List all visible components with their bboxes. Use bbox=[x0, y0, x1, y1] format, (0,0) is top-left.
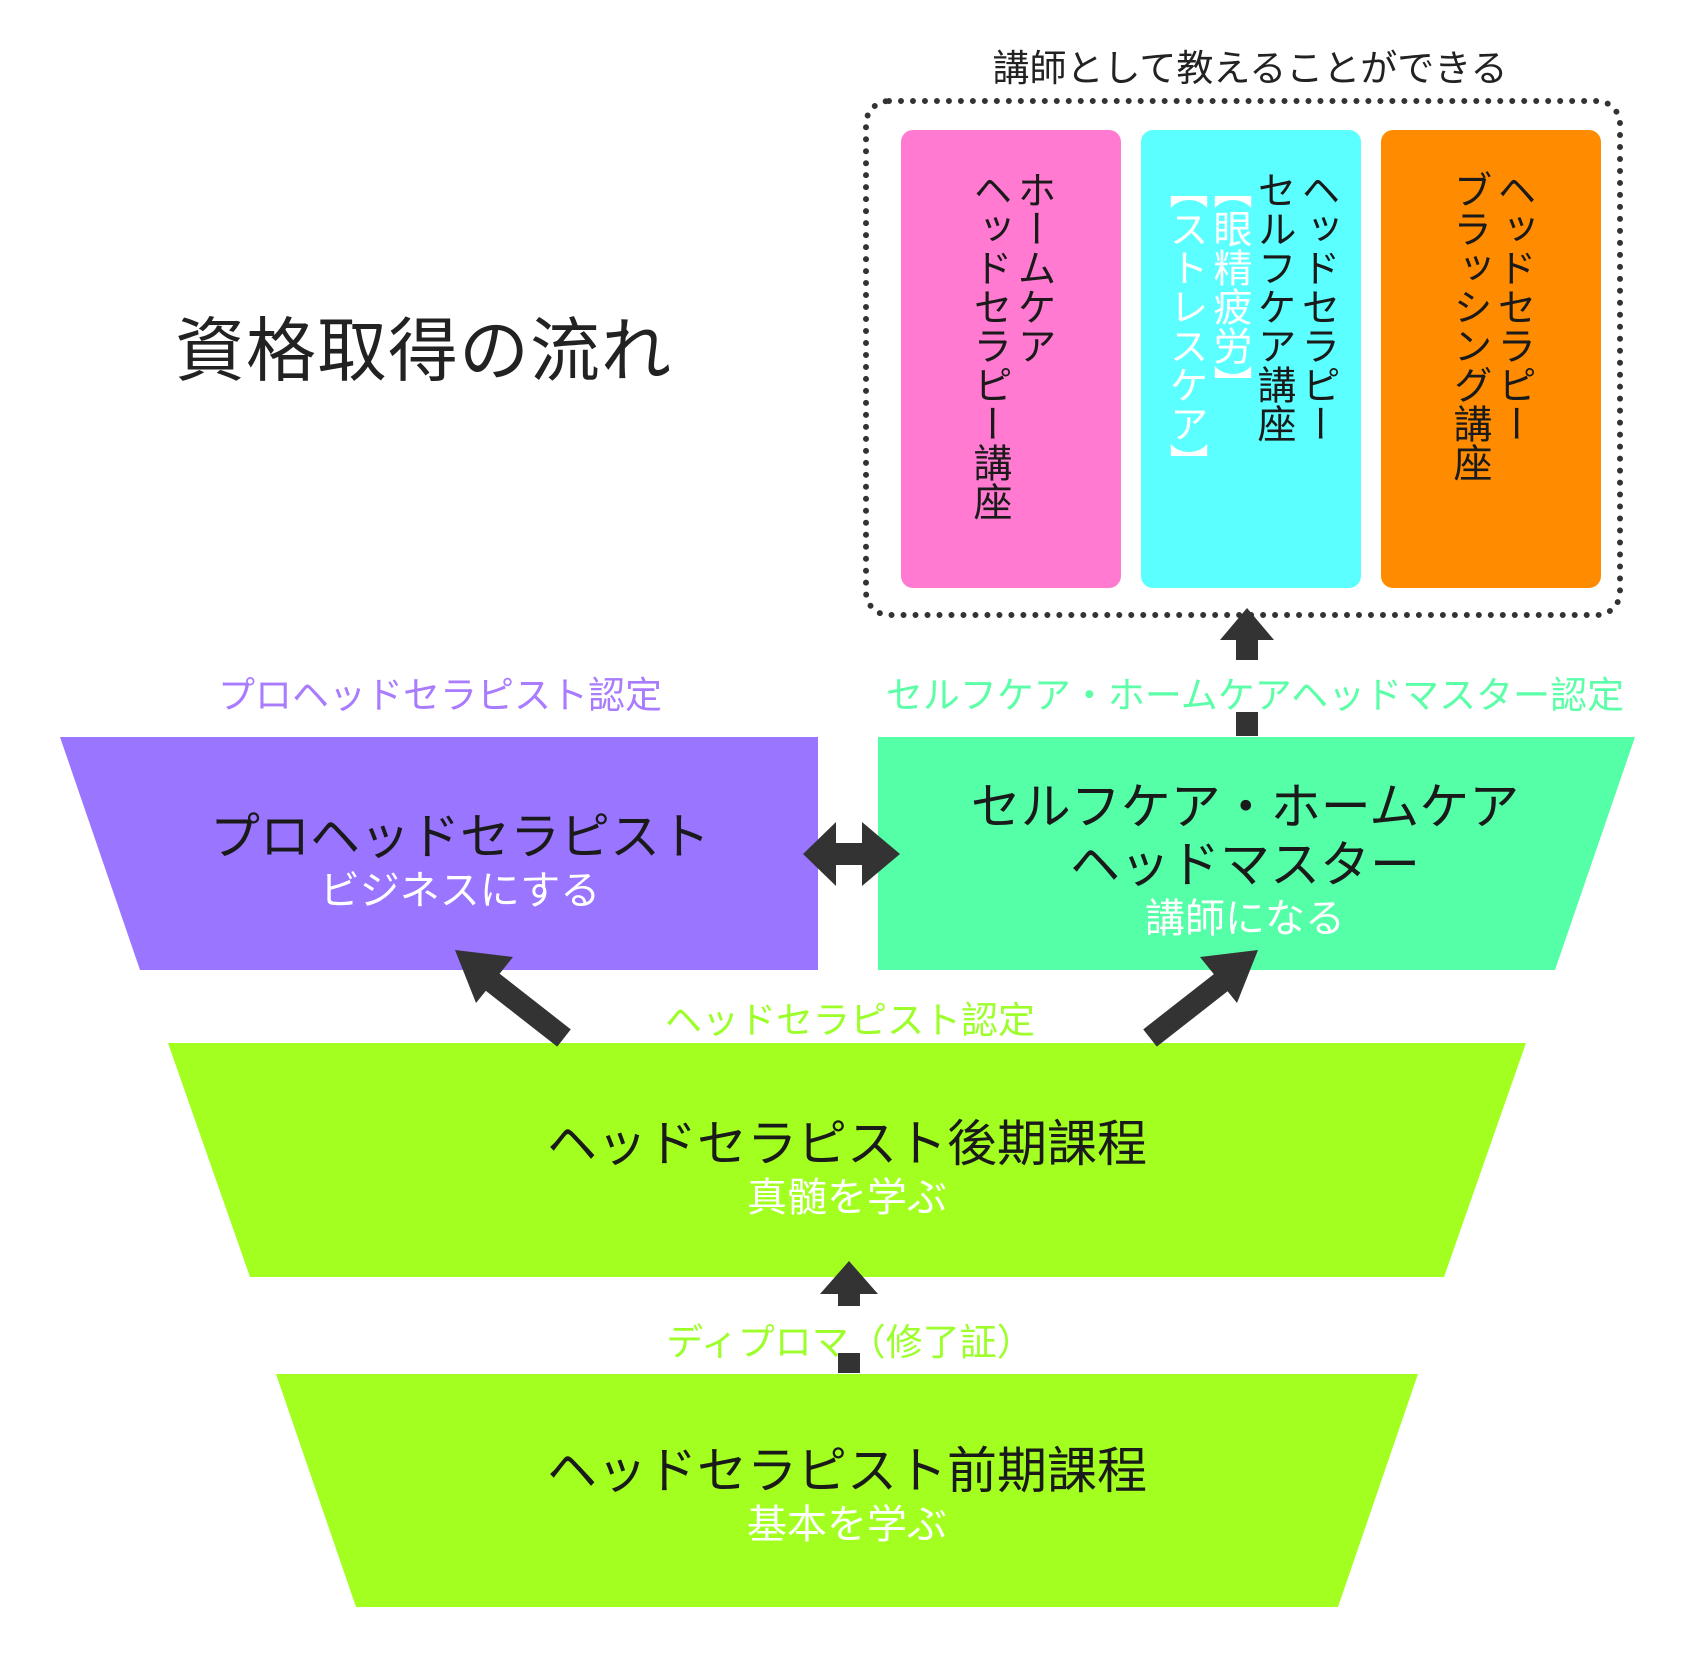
course-card-homecare: ホームケア ヘッドセラピー講座 bbox=[901, 130, 1121, 588]
stage-basic-subtitle: 基本を学ぶ bbox=[747, 1502, 947, 1548]
course-line: ホームケア bbox=[1011, 170, 1056, 365]
stage-master-subtitle: 講師になる bbox=[1145, 896, 1345, 942]
arrow-advanced-to-pro bbox=[455, 950, 571, 1047]
course-line: ヘッドセラピー講座 bbox=[967, 170, 1012, 521]
stage-pro-title: プロヘッドセラピスト bbox=[210, 808, 710, 866]
stage-basic: ヘッドセラピスト前期課程 基本を学ぶ bbox=[380, 1442, 1314, 1550]
course-line: ヘッドセラピー bbox=[1295, 170, 1340, 443]
stage-master-title-line2: ヘッドマスター bbox=[1070, 836, 1420, 894]
stage-advanced-subtitle: 真髄を学ぶ bbox=[747, 1175, 947, 1221]
course-card-brushing-text: ヘッドセラピー ブラッシング講座 bbox=[1447, 170, 1536, 482]
stage-pro-subtitle: ビジネスにする bbox=[319, 868, 601, 914]
cert-label-therapist: ヘッドセラピスト認定 bbox=[665, 999, 1035, 1042]
teach-caption: 講師として教えることができる bbox=[992, 47, 1508, 90]
stage-master-title-line1: セルフケア・ホームケア bbox=[970, 778, 1520, 836]
course-line: ブラッシング講座 bbox=[1447, 170, 1492, 482]
course-line-sub: 【ストレスケア】 bbox=[1163, 170, 1208, 482]
stage-basic-shape bbox=[276, 1374, 1418, 1607]
course-line: ヘッドセラピー bbox=[1491, 170, 1536, 443]
stage-master-shape bbox=[878, 737, 1635, 970]
stage-basic-title: ヘッドセラピスト前期課程 bbox=[547, 1442, 1147, 1500]
stage-advanced-shape bbox=[168, 1043, 1526, 1277]
cert-label-diploma: ディプロマ（修了証） bbox=[666, 1321, 1034, 1364]
cert-label-master: セルフケア・ホームケアヘッドマスター認定 bbox=[885, 674, 1625, 717]
cert-label-pro: プロヘッドセラピスト認定 bbox=[218, 674, 662, 717]
stage-master: セルフケア・ホームケア ヘッドマスター 講師になる bbox=[900, 778, 1590, 944]
course-line: セルフケア講座 bbox=[1251, 170, 1296, 443]
arrow-basic-to-advanced bbox=[820, 1261, 878, 1373]
stage-advanced-title: ヘッドセラピスト後期課程 bbox=[547, 1115, 1147, 1173]
arrow-advanced-to-master bbox=[1143, 950, 1258, 1047]
course-card-selfcare-text: ヘッドセラピー セルフケア講座 【眼精疲労】 【ストレスケア】 bbox=[1163, 170, 1340, 482]
stage-pro-shape bbox=[60, 737, 818, 970]
course-line-sub: 【眼精疲労】 bbox=[1207, 170, 1252, 404]
double-arrow-icon bbox=[803, 822, 900, 886]
stage-advanced: ヘッドセラピスト後期課程 真髄を学ぶ bbox=[300, 1115, 1394, 1223]
course-card-selfcare: ヘッドセラピー セルフケア講座 【眼精疲労】 【ストレスケア】 bbox=[1141, 130, 1361, 588]
course-card-homecare-text: ホームケア ヘッドセラピー講座 bbox=[967, 170, 1056, 521]
stage-pro: プロヘッドセラピスト ビジネスにする bbox=[140, 808, 780, 916]
course-card-brushing: ヘッドセラピー ブラッシング講座 bbox=[1381, 130, 1601, 588]
arrow-up-to-teach bbox=[1220, 608, 1274, 736]
page-title: 資格取得の流れ bbox=[175, 310, 672, 392]
